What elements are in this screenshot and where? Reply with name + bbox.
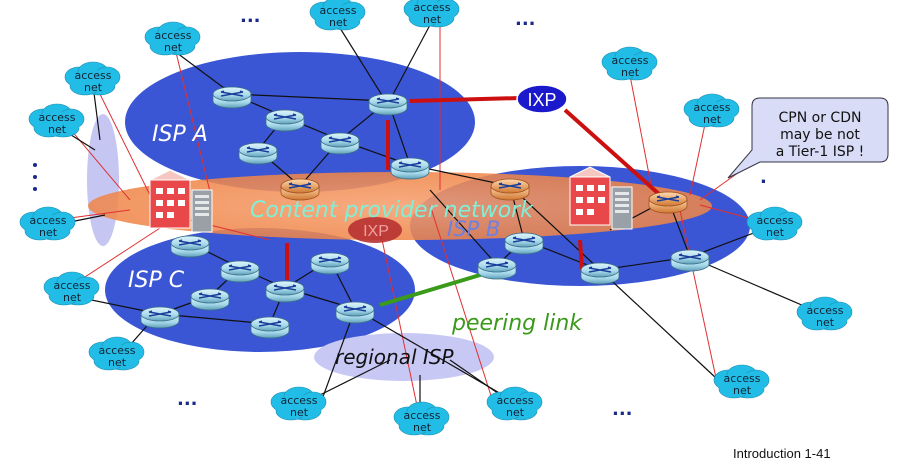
access-net-label-line1: access [611,54,648,67]
access-net-label-line2: net [766,226,785,239]
access-net-label-line2: net [506,406,525,419]
access-net-label-line1: access [723,372,760,385]
ellipsis-bottom-right: ... [612,399,633,420]
router-icon [220,260,260,283]
access-net-label-line2: net [48,123,67,136]
content-provider-region [88,172,712,240]
access-net-label-line1: access [53,279,90,292]
router-icon [580,262,620,285]
router-icon [140,306,180,329]
router-icon [368,93,408,116]
isp-a-label: ISP A [152,122,208,147]
ixp-top-label: IXP [527,90,556,110]
callout-line-2: may be not [780,127,860,143]
access-net-label-line2: net [621,66,640,79]
router-icon [212,86,252,109]
callout-line-3: a Tier-1 ISP ! [776,144,864,160]
ellipsis-top-right: ... [515,9,536,30]
ellipsis-left-dot [33,163,37,167]
callout-line-1: CPN or CDN [779,110,862,126]
content-provider-label: Content provider network [250,198,534,223]
access-net-label-line2: net [329,16,348,29]
router-icon [670,249,710,272]
access-net-label-line2: net [816,316,835,329]
ellipsis-top-left: ... [240,6,261,27]
access-net-label-line2: net [39,226,58,239]
cdn-router-icon [490,178,530,201]
access-net-label-line1: access [154,29,191,42]
access-net-label-line1: access [98,344,135,357]
access-net-label-line2: net [703,113,722,126]
slide-footer: Introduction 1-41 [733,446,831,461]
access-net-label-line2: net [164,41,183,54]
access-net-label-line2: net [63,291,82,304]
access-net-label-line1: access [693,101,730,114]
access-net-label-line2: net [733,384,752,397]
ellipsis-left-dot [33,187,37,191]
content-provider-datacenter-left [149,169,213,233]
access-net-label-line2: net [423,13,442,26]
cdn-callout: CPN or CDN may be not a Tier-1 ISP ! [727,97,889,179]
access-net-label-line2: net [108,356,127,369]
ixp-mid-node [348,217,402,243]
content-provider-datacenter-right [569,166,633,230]
ellipsis-right: . [760,167,767,188]
cdn-router-icon [648,191,688,214]
regional-isp-region [314,333,494,381]
access-net-label-line1: access [403,409,440,422]
access-net-label-line1: access [496,394,533,407]
access-net-label-line1: access [74,69,111,82]
router-icon [310,252,350,275]
router-icon [170,235,210,258]
peering-link-label: peering link [451,311,583,336]
access-net-label-line1: access [280,394,317,407]
isp-b-label: ISP B [447,217,500,241]
router-icon [238,142,278,165]
access-net-label-line1: access [319,4,356,17]
cdn-router-icon [280,178,320,201]
side-network-blob [87,114,119,246]
access-net-label-line1: access [38,111,75,124]
ixp-top-node [516,84,568,114]
router-icon [190,288,230,311]
router-icon [265,280,305,303]
isp-c-label: ISP C [128,268,185,293]
access-net-label-line1: access [29,214,66,227]
ellipsis-bottom-left: ... [177,389,198,410]
access-net-label-line1: access [806,304,843,317]
ixp-mid-label: IXP [363,223,389,240]
router-icon [265,109,305,132]
router-icon [504,232,544,255]
access-net-label-line1: access [413,1,450,14]
access-net-label-line2: net [413,421,432,434]
access-net-label-line2: net [290,406,309,419]
router-icon [335,301,375,324]
access-net-label-line2: net [84,81,103,94]
regional-isp-label: regional ISP [335,345,454,369]
router-icon [320,132,360,155]
ellipsis-left-dot [33,175,37,179]
router-icon [477,257,517,280]
router-icon [250,316,290,339]
router-icon [390,157,430,180]
access-net-label-line1: access [756,214,793,227]
